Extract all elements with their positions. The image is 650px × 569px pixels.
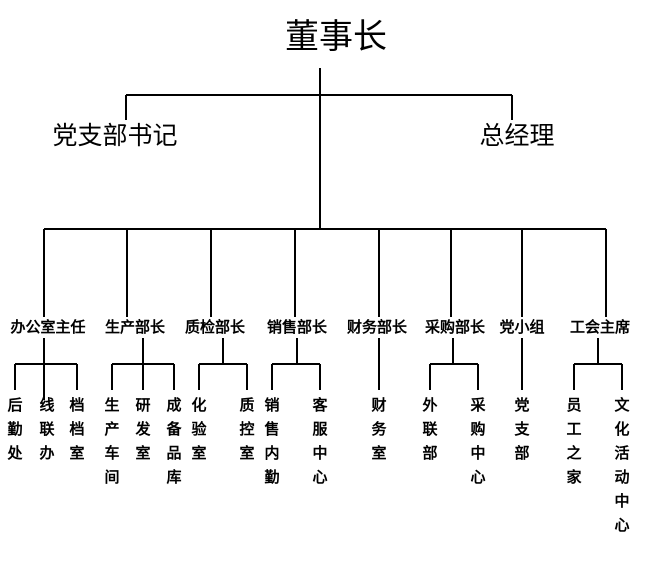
unit-label: 采购中心: [469, 396, 486, 486]
connector-lines: [14, 68, 623, 400]
unit-label: 生产车间: [104, 396, 119, 486]
general-manager-label: 总经理: [479, 121, 554, 150]
unit-label: 员工之家: [566, 396, 581, 486]
unit-label: 质控室: [239, 396, 254, 462]
department-labels: 办公室主任 生产部长 质检部长 销售部长 财务部长采购部长党小组 工会主席: [10, 318, 630, 336]
department-label: 质检部长: [185, 318, 246, 336]
department-label: 办公室主任: [10, 318, 85, 336]
unit-label: 外联部: [421, 396, 438, 462]
unit-label: 文化活动中心: [614, 396, 630, 534]
unit-label: 研发室: [134, 396, 151, 462]
unit-label: 后勤处: [6, 396, 23, 462]
department-label: 生产部长: [105, 318, 166, 336]
chairman-label: 董事长: [285, 17, 387, 57]
department-label: 党小组: [499, 318, 544, 336]
unit-label: 客服中心: [311, 396, 328, 486]
unit-label: 线联办: [39, 396, 55, 462]
node-labels: 董事长 党支部书记 总经理: [52, 17, 554, 150]
department-label: 销售部长: [267, 318, 328, 336]
unit-label: 党支部: [513, 396, 530, 462]
party-secretary-label: 党支部书记: [52, 121, 177, 150]
unit-label: 化验室: [191, 396, 207, 462]
unit-label: 档档室: [69, 396, 84, 462]
unit-label: 销售内勤: [264, 396, 279, 486]
unit-label: 成备品库: [165, 396, 182, 486]
department-label: 采购部长: [424, 318, 486, 336]
unit-label: 财务室: [371, 396, 387, 462]
department-label: 财务部长: [347, 318, 408, 336]
department-label: 工会主席: [570, 318, 630, 336]
